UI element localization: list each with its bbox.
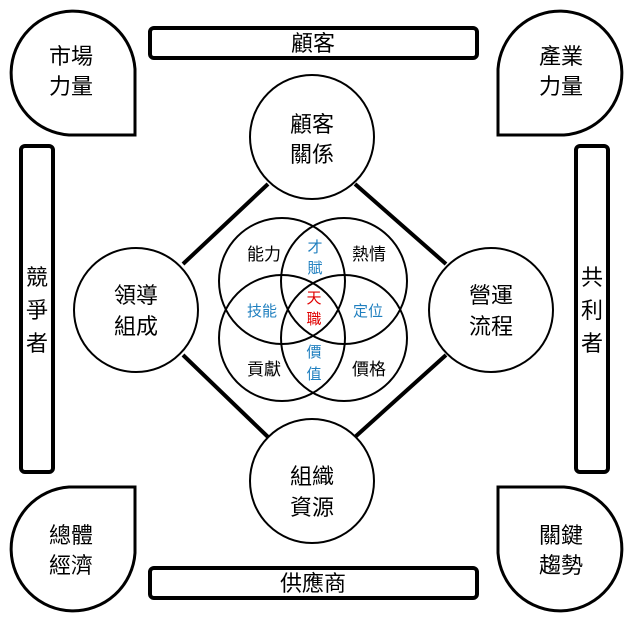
node-bottom-label-2: 資源 <box>290 496 334 521</box>
venn-label-bottom-1: 價 <box>306 343 321 361</box>
venn-circle-bottom-right <box>280 274 408 402</box>
corner-label-top-right-1: 產業 <box>539 45 583 70</box>
corner-label-top-left-1: 市場 <box>49 45 93 70</box>
right-bar <box>574 144 610 474</box>
top-bar <box>148 26 479 60</box>
connector-left-top <box>181 182 270 266</box>
corner-shape-bottom-right <box>496 485 624 613</box>
node-bottom-label-1: 組織 <box>290 465 334 490</box>
connector-top-right <box>353 182 448 266</box>
right-bar-char-1: 共 <box>581 266 603 291</box>
corner-shape-bottom-left <box>9 485 137 613</box>
venn-label-bottom-2: 值 <box>306 365 321 383</box>
left-bar <box>19 144 55 474</box>
diamond-connectors <box>181 182 448 439</box>
corner-label-bottom-right-1: 關鍵 <box>539 524 583 549</box>
left-bar-char-3: 者 <box>26 332 48 357</box>
node-circle-left <box>73 247 199 373</box>
node-circle-bottom <box>249 418 375 544</box>
top-bar-label: 顧客 <box>291 32 335 57</box>
corner-shape-top-right <box>496 9 624 137</box>
node-circle-top <box>249 74 375 200</box>
venn-label-left: 技能 <box>247 302 277 320</box>
venn-label-bottom-right: 價格 <box>352 360 386 380</box>
node-right-label-2: 流程 <box>469 315 513 340</box>
connector-right-bottom <box>353 353 448 439</box>
corner-label-bottom-right-2: 趨勢 <box>539 554 583 579</box>
venn-label-top-2: 賦 <box>307 259 322 277</box>
venn-label-bottom-left: 貢獻 <box>247 360 281 380</box>
corner-label-bottom-left-2: 經濟 <box>49 554 93 579</box>
bottom-bar <box>148 566 479 600</box>
right-bar-char-2: 利 <box>581 299 603 324</box>
left-bar-char-1: 競 <box>26 266 48 291</box>
venn-label-top-1: 才 <box>307 238 322 256</box>
node-left-label-1: 領導 <box>114 284 158 309</box>
venn-label-right: 定位 <box>353 302 383 320</box>
venn-circle-bottom-left <box>218 274 346 402</box>
right-bar-char-3: 者 <box>581 332 603 357</box>
node-right-label-1: 營運 <box>469 284 513 309</box>
bottom-bar-label: 供應商 <box>280 571 346 597</box>
venn-label-top-left: 能力 <box>247 245 281 265</box>
corner-label-bottom-left-1: 總體 <box>49 524 93 549</box>
corner-label-top-right-2: 力量 <box>539 75 583 100</box>
connector-bottom-left <box>181 353 270 439</box>
left-bar-char-2: 爭 <box>26 299 48 324</box>
venn-diagram <box>218 217 408 402</box>
node-top-label-1: 顧客 <box>290 113 334 138</box>
corner-shape-top-left <box>9 9 137 137</box>
corner-label-top-left-2: 力量 <box>49 75 93 100</box>
node-circle-right <box>428 247 554 373</box>
node-top-label-2: 關係 <box>290 143 334 168</box>
venn-label-center-2: 職 <box>306 310 321 328</box>
venn-label-top-right: 熱情 <box>352 245 386 265</box>
venn-label-center-1: 天 <box>306 289 321 307</box>
node-left-label-2: 組成 <box>114 315 158 340</box>
